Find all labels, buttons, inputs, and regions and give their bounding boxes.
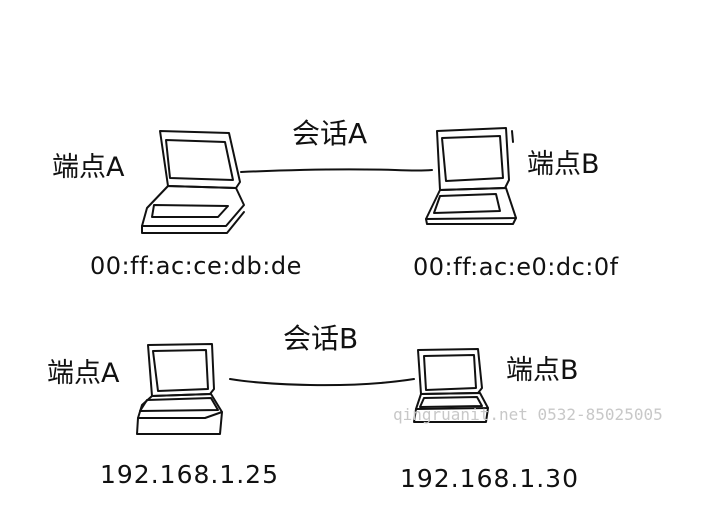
mac-address-right: 00:ff:ac:e0:dc:0f — [413, 253, 619, 281]
endpoint-b-label-bottom: 端点B — [506, 355, 579, 386]
session-b-label: 会话B — [283, 322, 359, 355]
ip-address-right: 192.168.1.30 — [400, 464, 579, 493]
endpoint-a-label-bottom: 端点A — [47, 358, 120, 389]
watermark: qingruanit.net 0532-85025005 — [393, 405, 663, 424]
laptop-icon-top-right — [425, 127, 517, 225]
ip-address-left: 192.168.1.25 — [100, 460, 279, 489]
laptop-icon-bottom-right — [413, 348, 489, 423]
laptop-icon-top-left — [141, 130, 245, 234]
session-a-connection-line — [240, 168, 433, 173]
session-b-connection-line — [229, 378, 415, 387]
session-a-label: 会话A — [292, 117, 368, 150]
laptop-icon-bottom-left — [136, 343, 223, 435]
mac-address-left: 00:ff:ac:ce:db:de — [90, 252, 302, 280]
endpoint-b-label-top: 端点B — [527, 149, 600, 180]
endpoint-a-label-top: 端点A — [52, 152, 125, 183]
